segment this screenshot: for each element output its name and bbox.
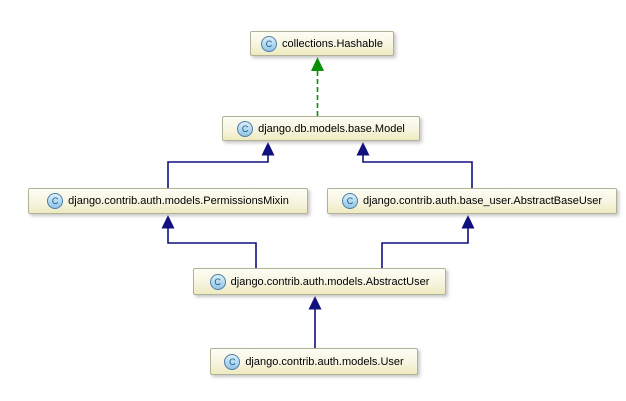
- edge-abstractbaseuser-to-model: [356, 142, 473, 188]
- class-box-user: C django.contrib.auth.models.User: [210, 348, 418, 375]
- arrowhead-up-icon: [161, 215, 175, 229]
- edge-model-to-hashable: [311, 57, 324, 116]
- class-name-label: django.contrib.auth.models.AbstractUser: [230, 275, 430, 288]
- edge-abstractuser-to-permissionsmixin: [161, 215, 257, 268]
- class-box-django-model: C django.db.models.base.Model: [222, 116, 420, 141]
- class-name-label: django.contrib.auth.models.User: [245, 355, 404, 368]
- class-name-label: collections.Hashable: [282, 37, 383, 50]
- class-icon: C: [341, 193, 358, 209]
- arrowhead-up-icon: [261, 142, 275, 156]
- edge-permissionsmixin-to-model: [167, 142, 275, 188]
- class-icon: C: [224, 353, 241, 370]
- class-box-permissions-mixin: C django.contrib.auth.models.Permissions…: [28, 188, 308, 214]
- arrowhead-up-icon: [308, 296, 322, 310]
- class-box-abstract-user: C django.contrib.auth.models.AbstractUse…: [193, 268, 446, 295]
- class-name-label: django.contrib.auth.models.PermissionsMi…: [68, 195, 289, 207]
- arrowhead-up-icon: [311, 57, 324, 71]
- class-icon: C: [209, 273, 226, 290]
- class-name-label: django.contrib.auth.base_user.AbstractBa…: [362, 195, 603, 207]
- class-name-label: django.db.models.base.Model: [258, 122, 405, 135]
- edge-user-to-abstractuser: [308, 296, 322, 348]
- arrowhead-up-icon: [461, 215, 475, 229]
- edge-abstractuser-to-abstractbaseuser: [381, 215, 475, 268]
- class-icon: C: [237, 120, 254, 137]
- class-box-abstract-base-user: C django.contrib.auth.base_user.Abstract…: [327, 188, 617, 214]
- class-icon: C: [261, 35, 278, 52]
- class-box-collections-hashable: C collections.Hashable: [250, 31, 394, 56]
- class-icon: C: [47, 193, 64, 209]
- arrowhead-up-icon: [356, 142, 370, 156]
